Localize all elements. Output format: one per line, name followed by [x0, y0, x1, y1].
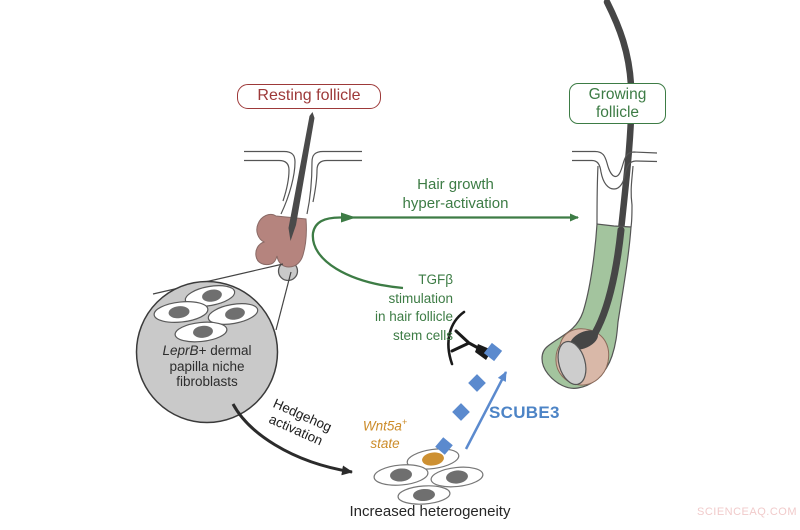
- tgfb-receptor-icon: [447, 310, 492, 366]
- fibroblast-cells: [153, 285, 259, 343]
- dermal-papilla-caption: LeprB+ dermal papilla niche fibroblasts: [162, 343, 252, 389]
- growing-follicle-illustration: [541, 0, 658, 389]
- wnt5a-state-caption: Wnt5a+ state: [350, 414, 420, 452]
- scube3-caption: SCUBE3: [489, 403, 560, 422]
- hair-growth-caption: Hair growth hyper-activation: [402, 176, 509, 212]
- hair-growth-arrow: [311, 212, 579, 290]
- wnt5a-gene: Wnt5a: [362, 418, 402, 434]
- wnt5a-cell: [406, 448, 460, 470]
- shaft-fork: [569, 330, 599, 350]
- scube3-pathway: [435, 342, 508, 455]
- resting-follicle-label: Resting follicle: [237, 84, 381, 109]
- wnt5a-nucleus: [422, 452, 444, 466]
- hedgehog-arrow: [231, 403, 353, 476]
- tgfb-caption: TGFβ stimulation in hair follicle stem c…: [374, 272, 453, 343]
- heterogeneous-cells: [373, 448, 484, 505]
- wnt5a-state-word: state: [370, 435, 400, 451]
- resting-bulb: [255, 213, 307, 268]
- stem-cell-membrane-arc: [447, 310, 466, 366]
- leprb-gene: LeprB: [162, 343, 199, 358]
- wnt5a-plus: +: [401, 417, 408, 427]
- increased-heterogeneity-caption: Increased heterogeneity: [349, 503, 511, 520]
- dermal-papilla-magnifier: [135, 263, 292, 424]
- growing-follicle-label: Growing follicle: [569, 83, 666, 124]
- scube3-ligand-diamonds: [435, 342, 503, 455]
- watermark: SCIENCEAQ.COM: [697, 506, 798, 518]
- resting-hair-shaft: [288, 112, 315, 241]
- mid-arrowhead: [341, 212, 356, 223]
- growing-follicle-label-line2: follicle: [595, 104, 640, 121]
- receptor-fork: [450, 329, 482, 353]
- growing-skin-outline: [572, 150, 658, 228]
- resting-skin-outline: [244, 150, 362, 215]
- magnifier-line-right: [275, 271, 292, 331]
- scube3-arrow: [464, 371, 508, 450]
- growing-dermal-papilla: [557, 340, 587, 386]
- growing-follicle-label-line1: Growing: [588, 86, 647, 103]
- resting-follicle-illustration: [244, 112, 362, 282]
